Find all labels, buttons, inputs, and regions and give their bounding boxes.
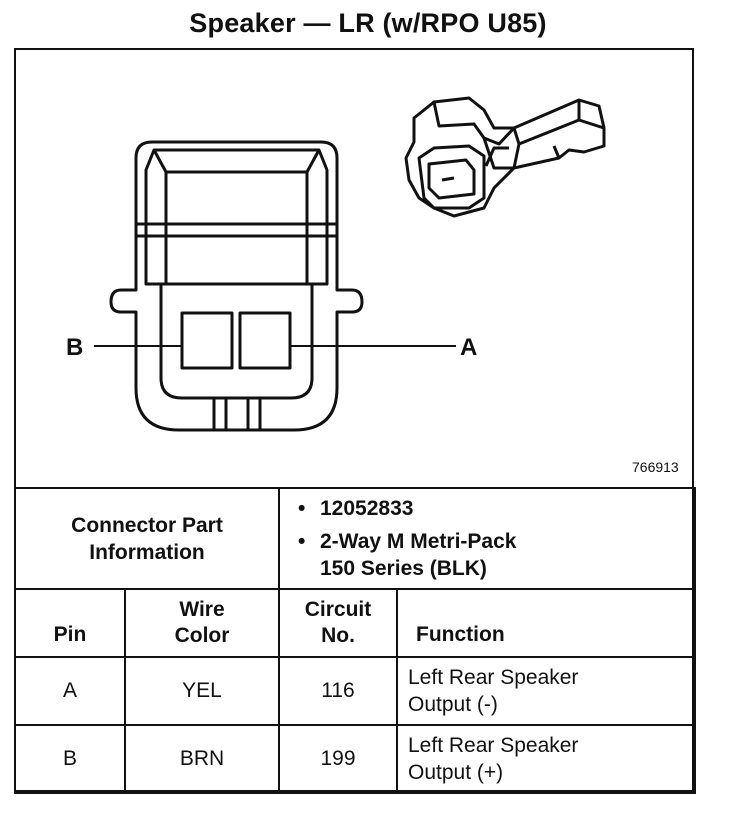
- connector-key: [212, 398, 262, 430]
- connector-part-label-line2: Information: [89, 540, 205, 564]
- function-line1: Left Rear Speaker: [408, 734, 579, 757]
- header-wire-color-line2: Color: [174, 624, 230, 647]
- connector-type-line1: 2-Way M Metri-Pack: [320, 530, 517, 553]
- connector-part-label-line1: Connector Part: [71, 513, 223, 537]
- header-circuit: Circuit No.: [278, 588, 398, 658]
- wire-color-cell: YEL: [124, 656, 280, 726]
- pin-table-header: Pin Wire Color Circuit No. Function: [14, 588, 697, 658]
- header-pin: Pin: [14, 588, 126, 658]
- pin-cell: B: [14, 724, 126, 794]
- connector-face-outline: [109, 140, 364, 432]
- connector-drawing: [94, 96, 606, 432]
- header-wire-color: Wire Color: [124, 588, 280, 658]
- connector-type-line2: 150 Series (BLK): [320, 557, 487, 580]
- terminal-cavity-b: [180, 311, 234, 370]
- pin-cell: A: [14, 656, 126, 726]
- header-function: Function: [395, 588, 697, 658]
- part-number-item: • 12052833: [298, 495, 694, 522]
- pin-label-b: B: [66, 334, 84, 361]
- terminal-cavity-a: [238, 311, 292, 370]
- bullet: •: [298, 530, 306, 553]
- connector-info-table: Connector Part Information • 12052833 • …: [14, 487, 697, 794]
- connector-part-label: Connector Part Information: [14, 487, 280, 590]
- table-row: A YEL 116 Left Rear Speaker Output (-): [14, 656, 697, 726]
- header-circuit-line2: No.: [321, 624, 355, 647]
- connector-type-item: • 2-Way M Metri-Pack 150 Series (BLK): [298, 528, 694, 582]
- diagram-title: Speaker — LR (w/RPO U85): [189, 8, 547, 38]
- bullet: •: [298, 497, 306, 520]
- connector-isometric-view: [404, 96, 606, 218]
- connector-part-row: Connector Part Information • 12052833 • …: [14, 487, 697, 590]
- function-cell: Left Rear Speaker Output (-): [395, 656, 697, 726]
- circuit-cell: 199: [278, 724, 398, 794]
- header-circuit-line1: Circuit: [304, 598, 372, 621]
- connector-cavity-surround: [159, 284, 314, 400]
- figure-number: 766913: [632, 459, 679, 475]
- table-row: B BRN 199 Left Rear Speaker Output (+): [14, 724, 697, 794]
- connector-lock-outline: [144, 148, 329, 286]
- connector-part-values: • 12052833 • 2-Way M Metri-Pack 150 Seri…: [277, 487, 697, 590]
- circuit-cell: 116: [278, 656, 398, 726]
- part-number: 12052833: [320, 497, 414, 520]
- function-cell: Left Rear Speaker Output (+): [395, 724, 697, 794]
- function-line2: Output (-): [408, 693, 498, 716]
- function-line1: Left Rear Speaker: [408, 666, 579, 689]
- wire-color-cell: BRN: [124, 724, 280, 794]
- function-line2: Output (+): [408, 761, 504, 784]
- pin-label-a: A: [460, 334, 478, 361]
- header-wire-color-line1: Wire: [179, 598, 225, 621]
